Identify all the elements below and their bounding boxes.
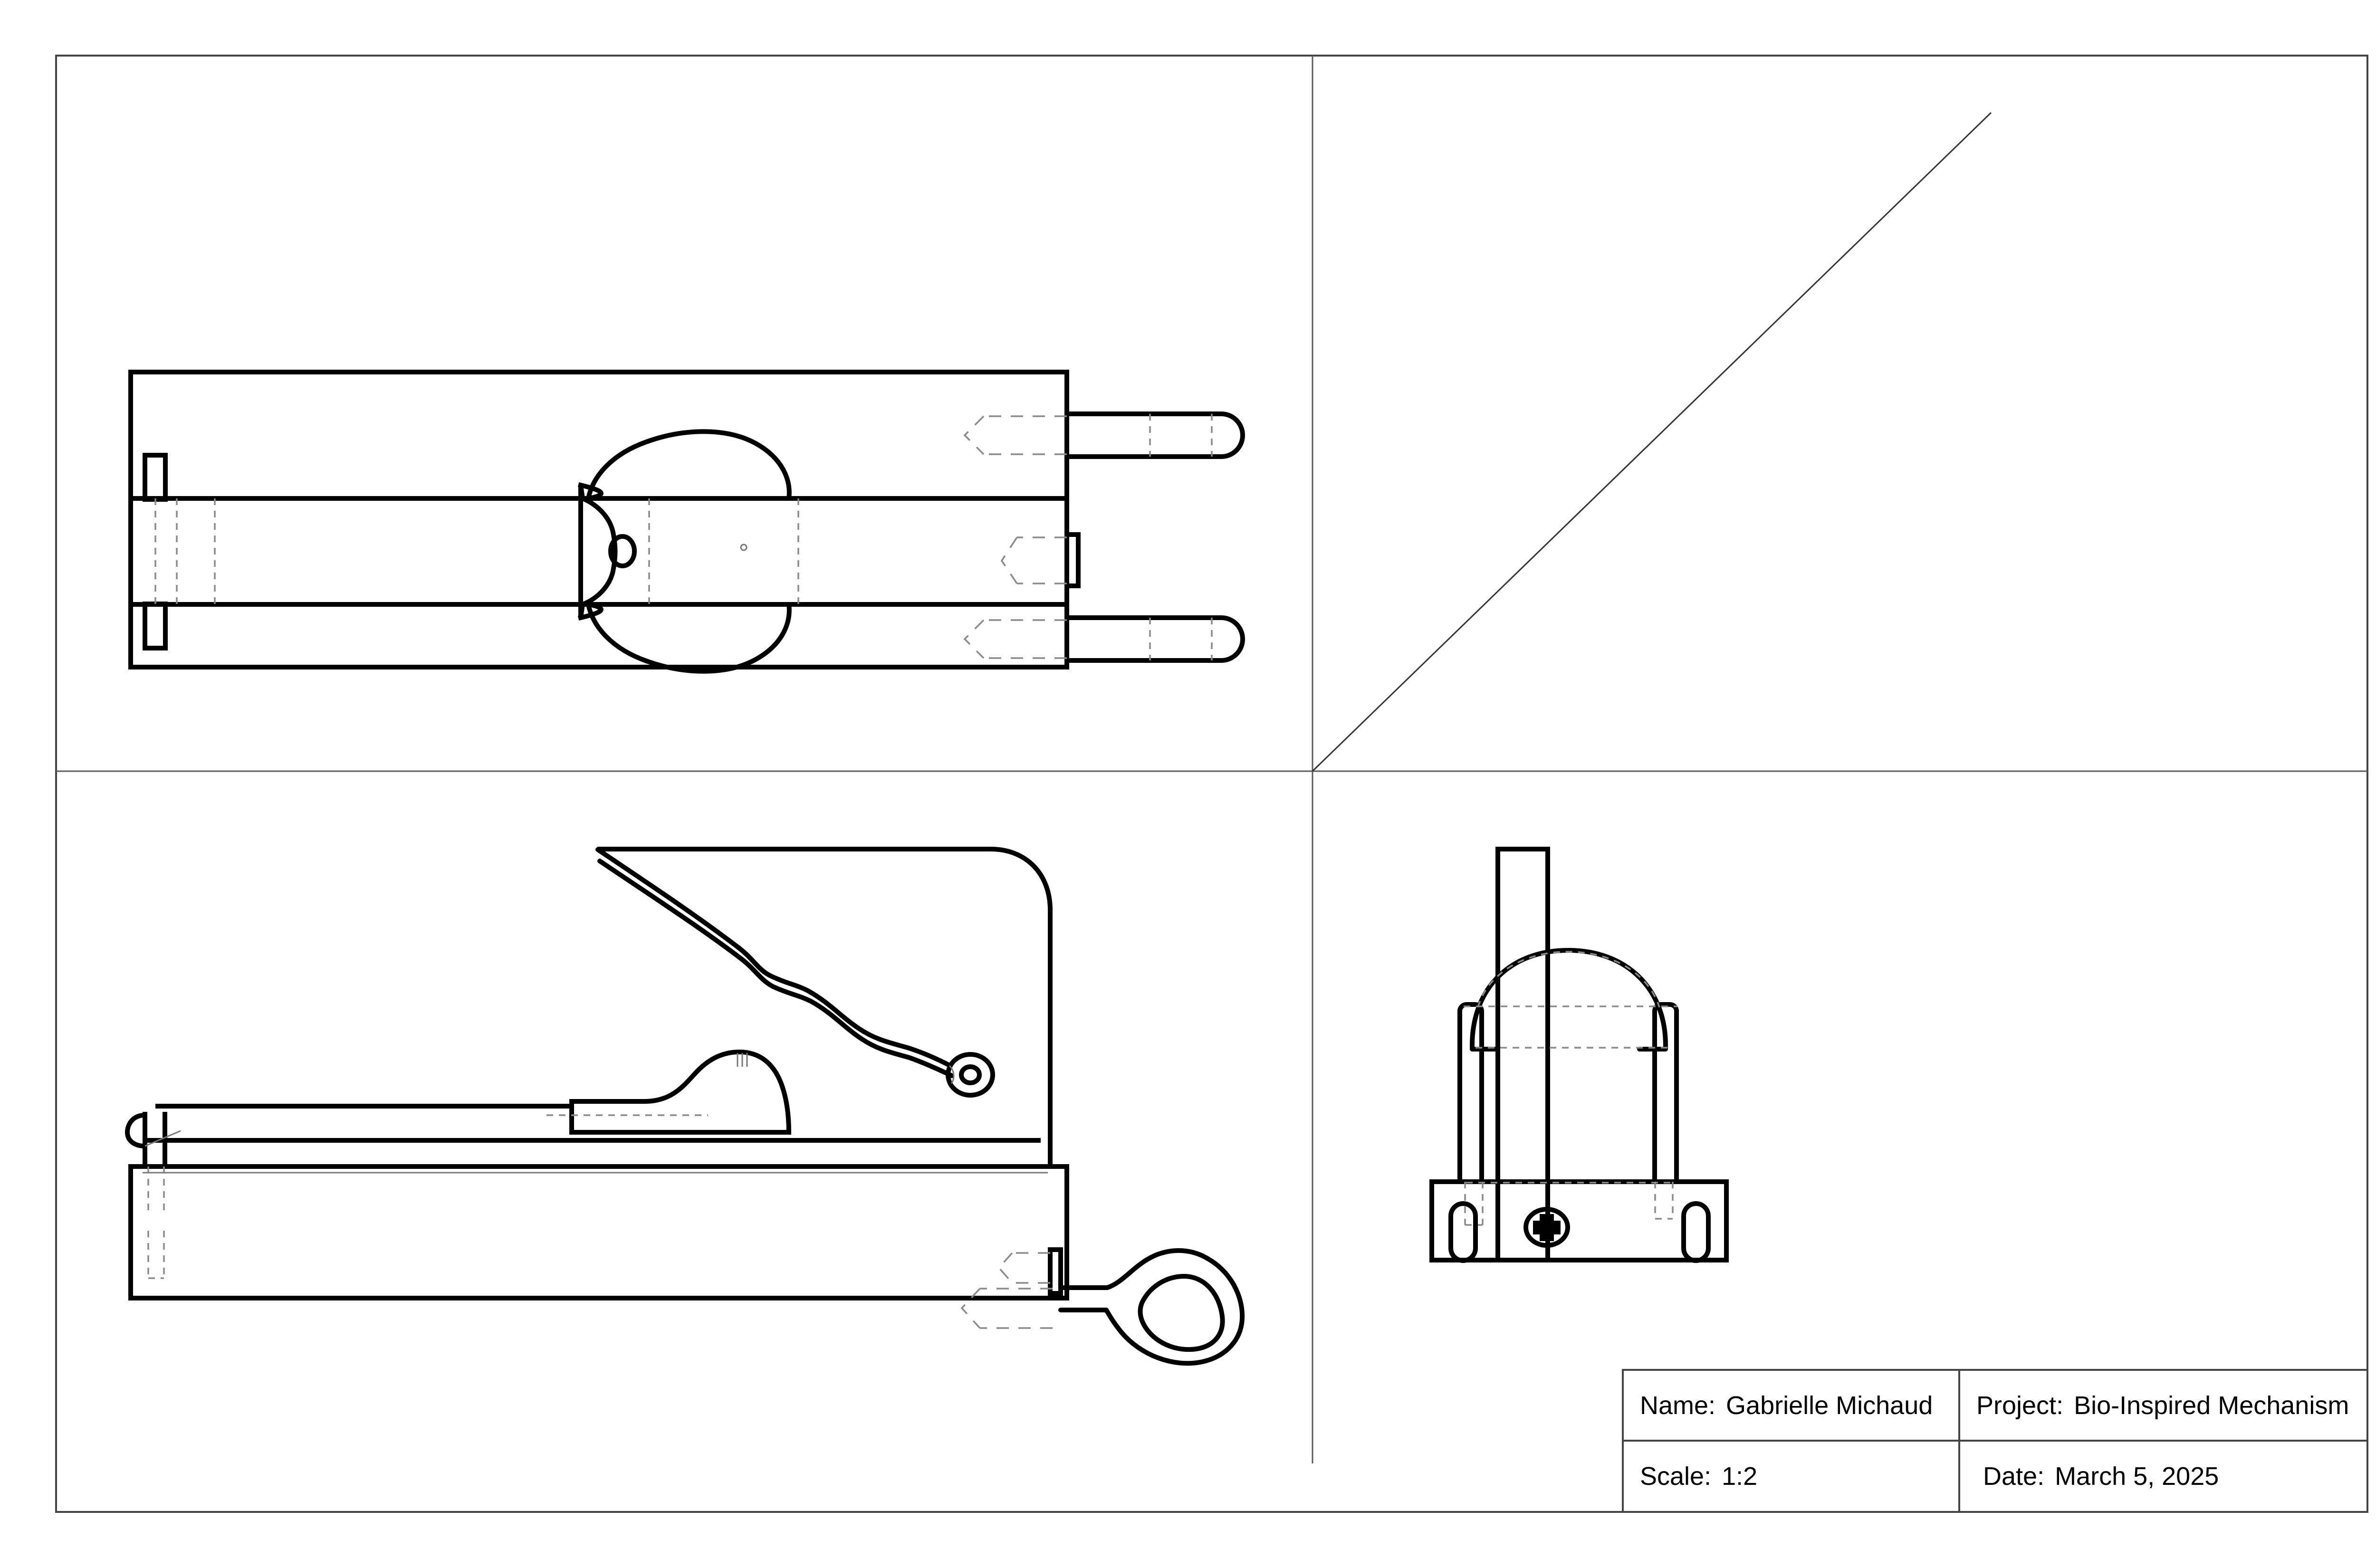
side-view-hidden-dome-arc bbox=[1477, 951, 1660, 1008]
title-block-cell-name: Name: Gabrielle Michaud bbox=[1623, 1370, 1959, 1441]
title-block-cell-project: Project: Bio-Inspired Mechanism bbox=[1959, 1370, 2367, 1441]
front-view-pull-loop-outer bbox=[1104, 1248, 1245, 1366]
front-view-spring-arm-upper-edge bbox=[595, 847, 953, 1068]
front-view bbox=[125, 847, 1245, 1366]
side-view-central-web bbox=[1495, 847, 1550, 1262]
side-view-base-plate bbox=[1429, 1179, 1729, 1262]
top-view-jaw-lower-lobe bbox=[586, 602, 792, 674]
front-view-eyelet-outer bbox=[946, 1052, 995, 1098]
side-view-dome-foot-right bbox=[1637, 1043, 1668, 1052]
top-view-lug-lower bbox=[1064, 615, 1245, 663]
right-side-view bbox=[1429, 847, 1729, 1263]
project-label: Project: bbox=[1976, 1391, 2064, 1420]
top-view-pilot-hole bbox=[608, 534, 637, 568]
top-view-jaw-upper-lobe bbox=[586, 429, 792, 501]
front-view-right-tab bbox=[1048, 1247, 1063, 1296]
front-view-spring-arm-lower-edge bbox=[597, 859, 954, 1078]
front-view-body-outline bbox=[597, 847, 1053, 1169]
top-view-jaw-flare-upper bbox=[577, 482, 604, 501]
top-view bbox=[128, 370, 1245, 674]
title-block: Name: Gabrielle Michaud Project: Bio-Ins… bbox=[1623, 1370, 2367, 1512]
top-view-jaw-collar-left bbox=[578, 485, 585, 618]
scale-value: 1:2 bbox=[1722, 1462, 1758, 1491]
front-view-eyelet-inner bbox=[959, 1064, 982, 1085]
side-view-dome-foot-left bbox=[1470, 1043, 1500, 1052]
top-view-hidden-arrow-center bbox=[1000, 536, 1067, 584]
top-view-left-clip-upper bbox=[143, 453, 168, 502]
front-view-pull-loop-inner bbox=[1138, 1274, 1225, 1352]
front-view-base-block bbox=[128, 1164, 1069, 1300]
front-view-eyelet-wrap bbox=[948, 1065, 955, 1084]
front-view-cam-boss-profile bbox=[569, 1050, 791, 1135]
top-view-center-mark bbox=[740, 544, 747, 551]
date-label: Date: bbox=[1983, 1462, 2045, 1491]
front-view-hook-chamfer bbox=[144, 1130, 181, 1147]
top-view-base-plate bbox=[128, 370, 1069, 669]
top-view-jaw-collar-right bbox=[580, 496, 618, 607]
title-block-cell-scale: Scale: 1:2 bbox=[1623, 1441, 1959, 1512]
side-view-hidden-slot-right bbox=[1654, 1182, 1674, 1220]
project-value: Bio-Inspired Mechanism bbox=[2074, 1391, 2349, 1420]
top-view-center-tab bbox=[1064, 532, 1081, 588]
top-view-left-clip-lower bbox=[143, 602, 168, 650]
front-view-hidden-arrow-lower bbox=[960, 1288, 1053, 1329]
name-label: Name: bbox=[1640, 1391, 1716, 1420]
side-view-shoulder-lug-left bbox=[1457, 1002, 1484, 1184]
scale-label: Scale: bbox=[1640, 1462, 1712, 1491]
top-view-hidden-arrow-lower bbox=[963, 619, 1067, 659]
name-value: Gabrielle Michaud bbox=[1726, 1391, 1933, 1420]
side-view-slot-right bbox=[1681, 1201, 1711, 1263]
front-view-hook-curve bbox=[125, 1113, 147, 1148]
side-view-jaw-dome bbox=[1470, 948, 1668, 1048]
top-view-hidden-arrow-upper bbox=[963, 415, 1067, 455]
date-value: March 5, 2025 bbox=[2055, 1462, 2219, 1491]
side-view-slot-left bbox=[1448, 1201, 1478, 1263]
top-view-jaw-flare-lower bbox=[577, 602, 604, 621]
miter-projection-line bbox=[1312, 112, 1992, 772]
side-view-hidden-slot-left bbox=[1464, 1182, 1484, 1226]
front-view-hidden-arrow-upper bbox=[997, 1252, 1050, 1284]
top-view-lug-upper bbox=[1064, 411, 1245, 459]
side-view-shoulder-lug-right bbox=[1652, 1002, 1679, 1184]
sheet-border bbox=[55, 55, 2368, 1513]
title-block-cell-date: Date: March 5, 2025 bbox=[1959, 1441, 2367, 1512]
cross-head-screw-icon bbox=[1523, 1207, 1570, 1248]
